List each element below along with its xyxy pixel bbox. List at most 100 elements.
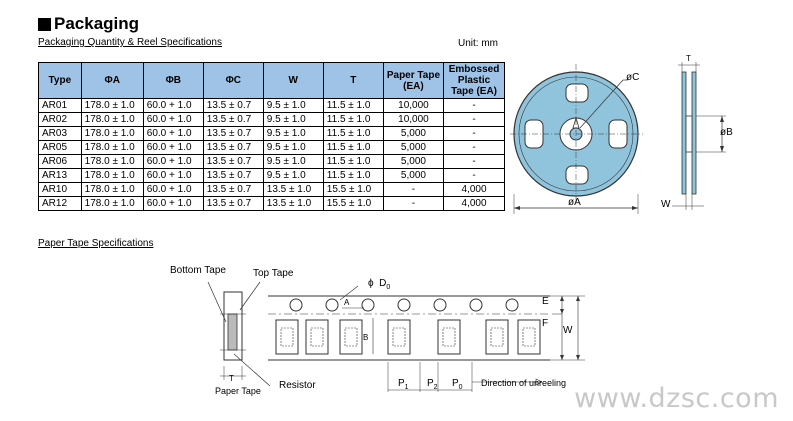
packaging-subheading: Packaging Quantity & Reel Specifications: [38, 37, 222, 48]
tape-cross-section: [207, 281, 271, 387]
sprocket-hole: [325, 298, 339, 312]
sprocket-hole: [433, 298, 447, 312]
sprocket-hole: [289, 298, 303, 312]
component-pockets: [275, 319, 541, 355]
header-type: Type: [38, 62, 82, 99]
table-cell: 60.0 + 1.0: [142, 168, 204, 183]
label-a: A: [344, 298, 350, 307]
table-cell: 4,000: [443, 182, 505, 197]
label-bottom-tape: Bottom Tape: [170, 265, 226, 276]
table-cell: 60.0 + 1.0: [142, 98, 204, 113]
label-paper-tape: Paper Tape: [215, 386, 261, 396]
component-pocket: [305, 319, 329, 355]
table-cell: 9.5 ± 1.0: [262, 154, 324, 169]
paper-tape-subheading: Paper Tape Specifications: [38, 238, 154, 249]
component-pocket: [339, 319, 363, 355]
table-cell: 11.5 ± 1.0: [322, 140, 384, 155]
pocket-inner: [490, 327, 504, 347]
table-cell: 60.0 + 1.0: [142, 154, 204, 169]
header-phi-a: ΦA: [80, 62, 144, 99]
unit-label: Unit: mm: [458, 38, 498, 49]
table-cell: AR03: [38, 126, 82, 141]
table-cell: 13.5 ± 0.7: [202, 112, 264, 127]
label-w: W: [563, 325, 573, 336]
table-cell: 178.0 ± 1.0: [80, 182, 144, 197]
header-t: T: [322, 62, 384, 99]
label-direction: Direction of unreeling: [481, 378, 567, 388]
table-cell: 11.5 ± 1.0: [322, 168, 384, 183]
table-cell: AR12: [38, 196, 82, 211]
reel-label-c: øC: [626, 72, 640, 83]
table-cell: 178.0 ± 1.0: [80, 168, 144, 183]
header-paper-tape: Paper Tape (EA): [382, 62, 445, 99]
table-cell: 13.5 ± 0.7: [202, 168, 264, 183]
reel-front-view: [510, 64, 643, 214]
table-cell: 5,000: [382, 140, 445, 155]
table-cell: 15.5 ± 1.0: [322, 196, 384, 211]
table-cell: -: [443, 140, 505, 155]
pocket-inner: [522, 327, 536, 347]
table-cell: -: [382, 196, 445, 211]
pocket-inner: [280, 327, 294, 347]
table-cell: 60.0 + 1.0: [142, 196, 204, 211]
sprocket-hole: [397, 298, 411, 312]
reel-side-view: [672, 62, 726, 210]
table-cell: 13.5 ± 1.0: [262, 196, 324, 211]
table-cell: 10,000: [382, 98, 445, 113]
reel-label-a: øA: [568, 197, 581, 208]
reel-label-b: øB: [720, 127, 733, 138]
packaging-spec-table: Type ΦA ΦB ΦC W T Paper Tape (EA) Emboss…: [38, 62, 505, 211]
table-cell: 13.5 ± 0.7: [202, 182, 264, 197]
table-cell: 178.0 ± 1.0: [80, 112, 144, 127]
table-cell: 13.5 ± 0.7: [202, 154, 264, 169]
label-e: E: [542, 296, 549, 307]
table-cell: 178.0 ± 1.0: [80, 140, 144, 155]
table-header-row: Type ΦA ΦB ΦC W T Paper Tape (EA) Emboss…: [38, 62, 505, 99]
pocket-inner: [392, 327, 406, 347]
reel-diagram: [510, 62, 726, 214]
table-cell: 60.0 + 1.0: [142, 126, 204, 141]
component-pocket: [485, 319, 509, 355]
table-cell: 178.0 ± 1.0: [80, 126, 144, 141]
table-cell: 10,000: [382, 112, 445, 127]
label-top-tape: Top Tape: [253, 268, 294, 279]
table-cell: 11.5 ± 1.0: [322, 126, 384, 141]
table-cell: 13.5 ± 0.7: [202, 196, 264, 211]
table-cell: 178.0 ± 1.0: [80, 98, 144, 113]
label-p0: P0: [452, 378, 463, 391]
paper-tape-diagram: [207, 281, 585, 392]
table-cell: 9.5 ± 1.0: [262, 98, 324, 113]
tape-top-view: [268, 285, 585, 392]
title-square-icon: [38, 17, 51, 31]
table-cell: 5,000: [382, 126, 445, 141]
table-cell: 13.5 ± 0.7: [202, 98, 264, 113]
table-cell: AR10: [38, 182, 82, 197]
table-cell: AR05: [38, 140, 82, 155]
table-cell: 5,000: [382, 154, 445, 169]
table-cell: 15.5 ± 1.0: [322, 182, 384, 197]
table-cell: -: [443, 98, 505, 113]
table-cell: 5,000: [382, 168, 445, 183]
page-title: Packaging: [38, 14, 139, 34]
table-cell: 9.5 ± 1.0: [262, 168, 324, 183]
label-f: F: [542, 318, 549, 329]
table-cell: AR01: [38, 98, 82, 113]
table-cell: 4,000: [443, 196, 505, 211]
table-cell: 60.0 + 1.0: [142, 112, 204, 127]
table-cell: 178.0 ± 1.0: [80, 196, 144, 211]
label-b: B: [363, 333, 369, 342]
pocket-inner: [310, 327, 324, 347]
label-t: T: [229, 374, 234, 383]
table-cell: 9.5 ± 1.0: [262, 140, 324, 155]
component-pocket: [275, 319, 299, 355]
header-w: W: [262, 62, 324, 99]
reel-label-w: W: [661, 199, 671, 210]
pocket-inner: [344, 327, 358, 347]
table-cell: AR06: [38, 154, 82, 169]
pocket-inner: [442, 327, 456, 347]
table-cell: AR13: [38, 168, 82, 183]
